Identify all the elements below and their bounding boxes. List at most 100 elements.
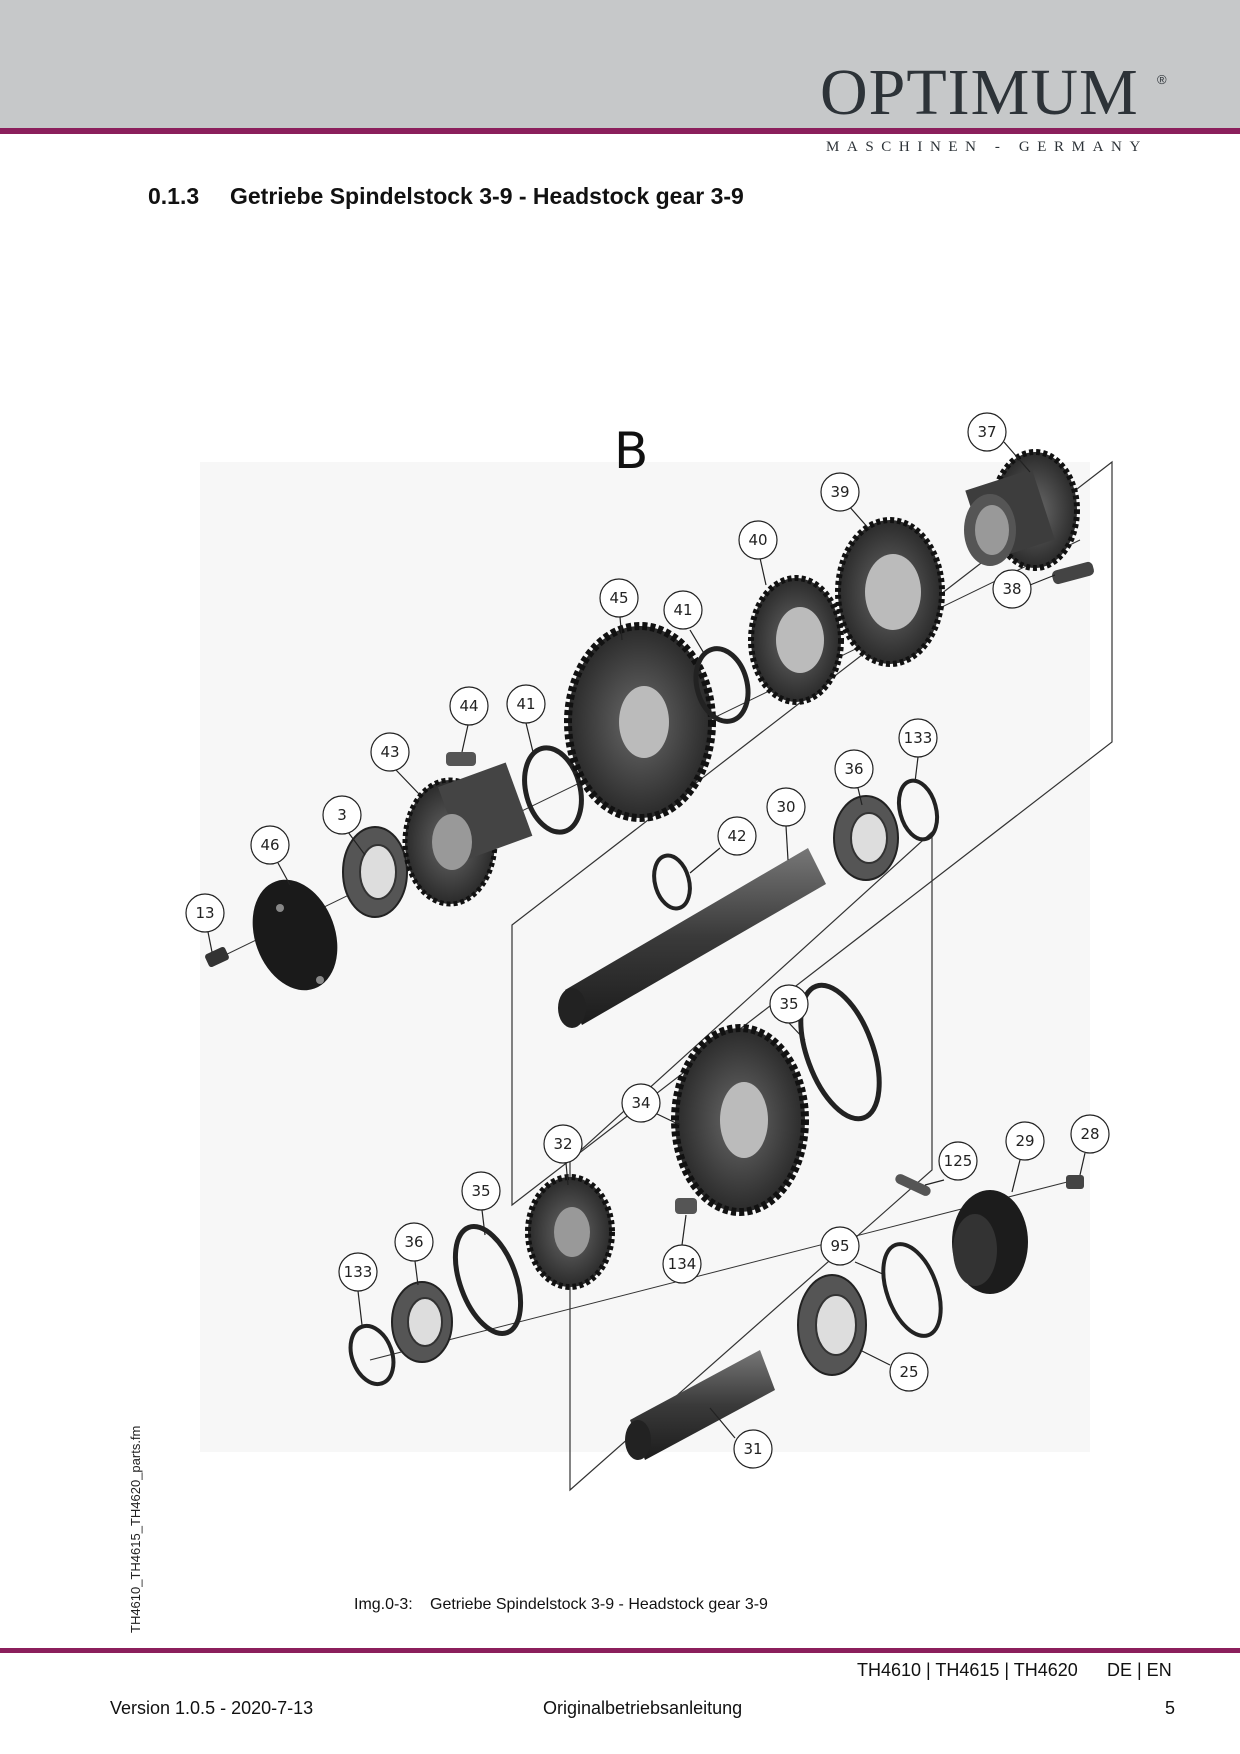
callout-circle	[898, 718, 938, 758]
callout-label: 25	[899, 1363, 918, 1381]
callout-label: 133	[904, 729, 933, 747]
callout-circle	[449, 686, 489, 726]
logo-tagline: MASCHINEN - GERMANY	[826, 139, 1148, 155]
callout-label: 30	[776, 798, 795, 816]
part-25-bearing	[797, 1274, 867, 1376]
part-36-bearing-upper	[833, 795, 899, 881]
callout-label: 36	[844, 760, 863, 778]
callout-label: 41	[516, 695, 535, 713]
part-95-circlip	[881, 1242, 943, 1338]
part-31-shaft	[625, 1350, 775, 1460]
callout-label: 39	[830, 483, 849, 501]
callout-label: 46	[260, 836, 279, 854]
part-133-circlip-upper	[896, 778, 940, 842]
callout-circle	[461, 1171, 501, 1211]
callout-label: 95	[830, 1237, 849, 1255]
callout-circle	[992, 569, 1032, 609]
callout-circle	[967, 412, 1007, 452]
callout-circle	[599, 578, 639, 618]
part-34-large-gear	[671, 1024, 809, 1216]
callout-circle	[1070, 1114, 1110, 1154]
footer-document-title: Originalbetriebsanleitung	[543, 1698, 743, 1718]
callout-circle	[370, 732, 410, 772]
optimum-logo: OPTIMUM	[820, 56, 1139, 129]
part-45-large-gear	[564, 622, 716, 822]
callout-label: 38	[1002, 580, 1021, 598]
part-41-circlip	[522, 745, 584, 835]
callout-circle	[733, 1429, 773, 1469]
section-number: 0.1.3	[148, 183, 200, 209]
part-3-bearing	[342, 826, 408, 918]
callout-circle	[543, 1124, 583, 1164]
part-133-circlip-lower	[348, 1323, 396, 1387]
part-30-shaft	[558, 848, 826, 1028]
header-band	[0, 0, 1240, 128]
callout-label: 41	[673, 601, 692, 619]
callout-label: 13	[195, 904, 214, 922]
callout-circle	[394, 1222, 434, 1262]
callout-label: 35	[779, 995, 798, 1013]
part-43-gear	[402, 762, 533, 907]
callout-label: 37	[977, 423, 996, 441]
callout-label: 45	[609, 589, 628, 607]
part-35-ring-lower	[452, 1224, 524, 1336]
footer-version: Version 1.0.5 - 2020-7-13	[110, 1698, 314, 1718]
callout-label: 44	[459, 697, 478, 715]
callout-circle	[250, 825, 290, 865]
page-number: 5	[1165, 1698, 1176, 1718]
footer-rule	[0, 1648, 1240, 1653]
callout-label: 32	[553, 1135, 572, 1153]
caption-number: Img.0-3:	[354, 1596, 413, 1613]
callout-circle	[834, 749, 874, 789]
part-40-gear	[748, 575, 844, 705]
part-134-key	[675, 1198, 697, 1214]
lower-assembly-frame	[569, 830, 933, 1492]
callout-circle	[662, 1244, 702, 1284]
footer-languages: DE | EN	[1107, 1660, 1172, 1680]
callout-label: 35	[471, 1182, 490, 1200]
callouts: 37 39 40 38 45 41 44 41 43 3	[185, 412, 1110, 1469]
part-28-screw	[1066, 1175, 1084, 1189]
callout-circle	[738, 520, 778, 560]
callout-circle	[1005, 1121, 1045, 1161]
callout-label: 31	[743, 1440, 762, 1458]
section-title: Getriebe Spindelstock 3-9 - Headstock ge…	[230, 183, 744, 209]
callout-label: 28	[1080, 1125, 1099, 1143]
part-13-screw	[205, 946, 229, 968]
callout-circle	[820, 1226, 860, 1266]
part-35-ring-upper	[798, 982, 882, 1122]
callout-circle	[338, 1252, 378, 1292]
callout-circle	[766, 787, 806, 827]
registered-mark: ®	[1157, 72, 1167, 87]
part-38-key	[1052, 561, 1094, 585]
callout-circle	[621, 1083, 661, 1123]
section-heading: 0.1.3 Getriebe Spindelstock 3-9 - Headsto…	[148, 183, 744, 210]
callout-label: 40	[748, 531, 767, 549]
figure-caption: Img.0-3:Getriebe Spindelstock 3-9 - Head…	[354, 1596, 768, 1614]
callout-label: 125	[944, 1152, 973, 1170]
callout-circle	[717, 816, 757, 856]
part-125-pin	[895, 1174, 931, 1196]
callout-circle	[185, 893, 225, 933]
footer-models: TH4610 | TH4615 | TH4620	[857, 1660, 1078, 1680]
group-label: B	[614, 422, 648, 480]
part-44-key	[446, 752, 476, 766]
callout-label: 3	[337, 806, 347, 824]
part-29-collar	[952, 1190, 1028, 1294]
part-39-gear	[835, 517, 945, 667]
part-37-gear-sleeve	[964, 449, 1080, 571]
callout-circle	[820, 472, 860, 512]
header-rule	[0, 128, 1240, 134]
callout-circle	[769, 984, 809, 1024]
callout-label: 29	[1015, 1132, 1034, 1150]
part-46-cover	[252, 879, 338, 991]
callout-label: 134	[668, 1255, 697, 1273]
callout-label: 42	[727, 827, 746, 845]
callout-circle	[938, 1141, 978, 1181]
callout-label: 43	[380, 743, 399, 761]
callout-circle	[889, 1352, 929, 1392]
part-32-gear-cluster	[525, 1174, 615, 1290]
part-42-circlip	[652, 853, 692, 911]
callout-label: 36	[404, 1233, 423, 1251]
